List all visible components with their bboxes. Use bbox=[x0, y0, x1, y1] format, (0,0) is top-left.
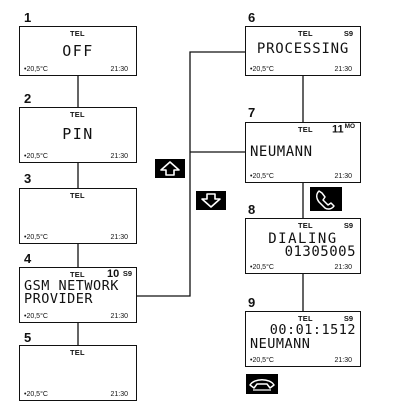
display-screen-7: TEL 11MO NEUMANN •20,5°C 21:30 bbox=[245, 122, 361, 183]
clock-readout: 21:30 bbox=[110, 391, 128, 398]
handset-off-hook-icon bbox=[316, 190, 335, 210]
clock-readout: 21:30 bbox=[334, 66, 352, 73]
display-screen-2: TEL PIN •20,5°C 21:30 bbox=[19, 107, 137, 163]
handset-on-hook-icon bbox=[249, 379, 275, 391]
signal-indicator: S9 bbox=[343, 221, 353, 230]
tel-indicator: TEL bbox=[298, 314, 313, 323]
step-number-8: 8 bbox=[248, 202, 256, 217]
channel-indicator: 10 bbox=[107, 268, 120, 280]
arrow-down-key[interactable] bbox=[196, 191, 226, 210]
display-screen-3: TEL •20,5°C 21:30 bbox=[19, 188, 137, 244]
signal-indicator: S9 bbox=[343, 314, 353, 323]
step-number-6: 6 bbox=[248, 10, 256, 25]
display-text: OFF bbox=[62, 42, 94, 60]
display-screen-5: TEL •20,5°C 21:30 bbox=[19, 345, 137, 401]
signal-indicator: S9 bbox=[343, 29, 353, 38]
hang-up-key[interactable] bbox=[246, 374, 278, 394]
temperature-readout: •20,5°C bbox=[250, 357, 274, 364]
arrow-up-icon bbox=[160, 161, 180, 176]
display-text: PROCESSING bbox=[256, 41, 350, 57]
step-number-2: 2 bbox=[24, 91, 32, 106]
display-text-line-2: 01305005 bbox=[284, 244, 356, 260]
tel-indicator: TEL bbox=[70, 29, 85, 38]
step-number-3: 3 bbox=[24, 171, 32, 186]
display-text-line-2: NEUMANN bbox=[250, 336, 311, 352]
step-number-4: 4 bbox=[24, 251, 32, 266]
tel-indicator: TEL bbox=[70, 270, 85, 279]
step-number-7: 7 bbox=[248, 105, 256, 120]
tel-indicator: TEL bbox=[298, 125, 313, 134]
temperature-readout: •20,5°C bbox=[24, 153, 48, 160]
temperature-readout: •20,5°C bbox=[24, 391, 48, 398]
display-screen-8: TEL S9 DIALING 01305005 •20,5°C 21:30 bbox=[245, 218, 361, 274]
clock-readout: 21:30 bbox=[110, 234, 128, 241]
display-text-line-1: DIALING bbox=[268, 231, 338, 247]
arrow-down-icon bbox=[201, 193, 221, 208]
call-key[interactable] bbox=[310, 187, 342, 211]
temperature-readout: •20,5°C bbox=[250, 264, 274, 271]
temperature-readout: •20,5°C bbox=[250, 66, 274, 73]
tel-indicator: TEL bbox=[298, 221, 313, 230]
clock-readout: 21:30 bbox=[334, 173, 352, 180]
temperature-readout: •20,5°C bbox=[250, 173, 274, 180]
connector-4-6 bbox=[137, 51, 245, 297]
tel-indicator: TEL bbox=[298, 29, 313, 38]
tel-indicator: TEL bbox=[70, 348, 85, 357]
signal-indicator: S9 bbox=[122, 269, 132, 278]
clock-readout: 21:30 bbox=[334, 357, 352, 364]
step-number-9: 9 bbox=[248, 295, 256, 310]
temperature-readout: •20,5°C bbox=[24, 234, 48, 241]
display-text-line-2: PROVIDER bbox=[24, 291, 94, 307]
tel-indicator: TEL bbox=[70, 110, 85, 119]
clock-readout: 21:30 bbox=[110, 153, 128, 160]
display-text: NEUMANN bbox=[250, 144, 313, 160]
clock-readout: 21:30 bbox=[110, 66, 128, 73]
channel-indicator: 11MO bbox=[332, 123, 356, 136]
display-screen-4: TEL 10 S9 GSM NETWORK PROVIDER •20,5°C 2… bbox=[19, 267, 137, 323]
display-screen-1: TEL OFF •20,5°C 21:30 bbox=[19, 26, 137, 76]
display-screen-6: TEL S9 PROCESSING •20,5°C 21:30 bbox=[245, 26, 361, 76]
step-number-1: 1 bbox=[24, 10, 32, 25]
display-text: PIN bbox=[62, 125, 94, 143]
temperature-readout: •20,5°C bbox=[24, 313, 48, 320]
display-screen-9: TEL S9 00:01:1512 NEUMANN •20,5°C 21:30 bbox=[245, 311, 361, 367]
arrow-up-key[interactable] bbox=[155, 159, 185, 178]
display-text-line-1: 00:01:1512 bbox=[269, 322, 356, 338]
clock-readout: 21:30 bbox=[110, 313, 128, 320]
temperature-readout: •20,5°C bbox=[24, 66, 48, 73]
clock-readout: 21:30 bbox=[334, 264, 352, 271]
tel-indicator: TEL bbox=[70, 191, 85, 200]
display-text-line-1: GSM NETWORK bbox=[24, 278, 119, 294]
step-number-5: 5 bbox=[24, 330, 32, 345]
